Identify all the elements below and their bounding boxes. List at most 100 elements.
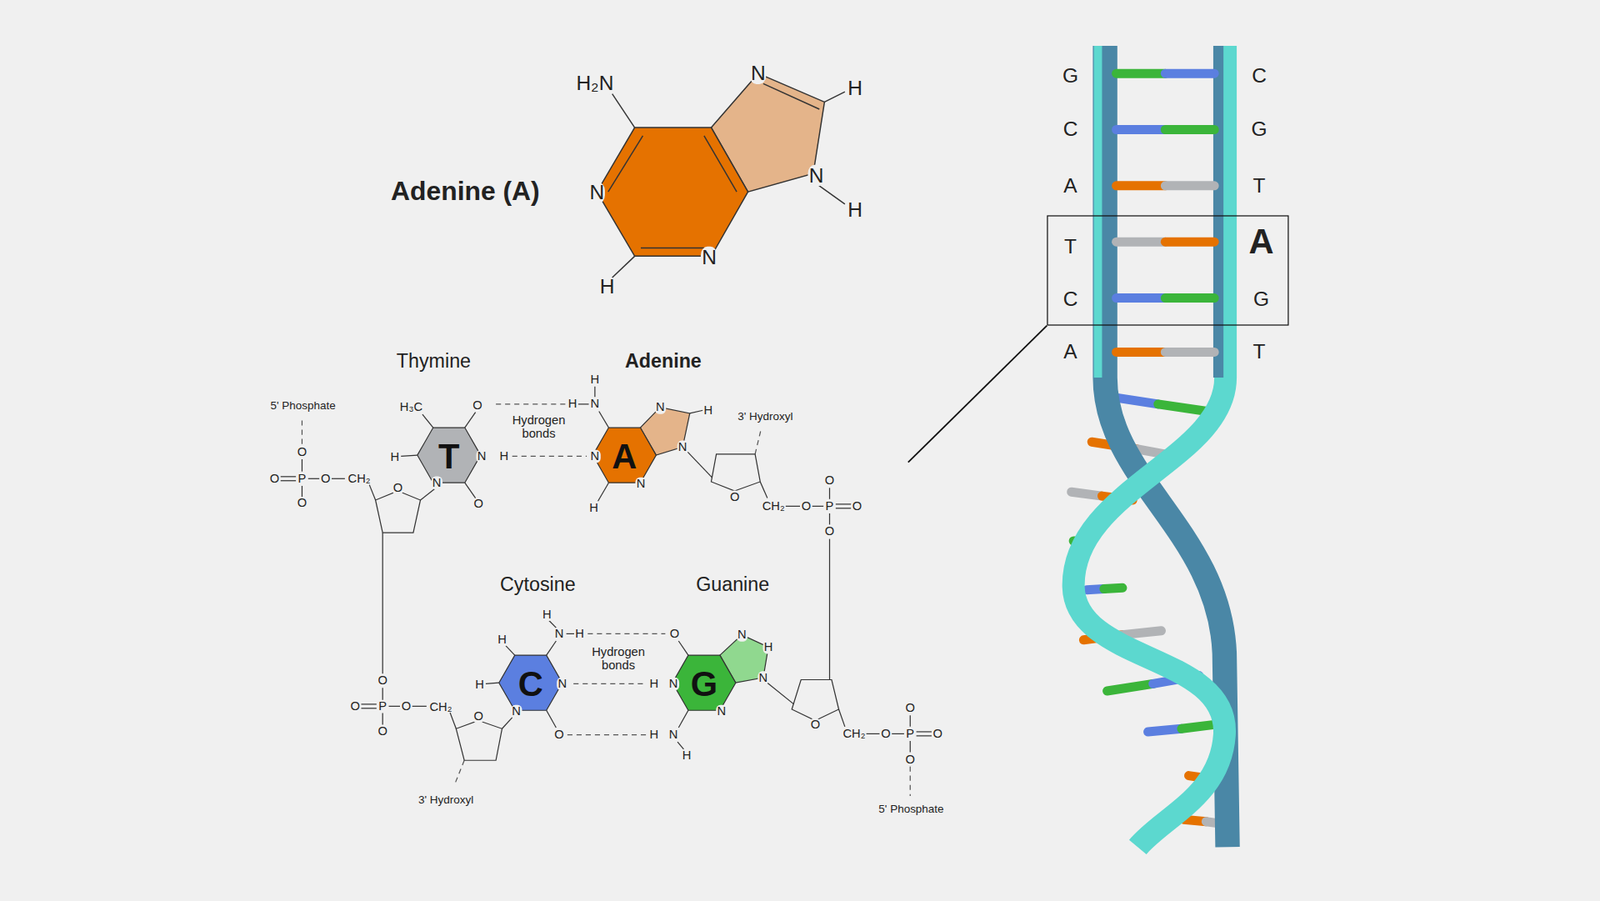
atom-label: N bbox=[589, 450, 600, 463]
atom-label: H bbox=[541, 607, 553, 620]
note-label: 5' Phosphate bbox=[875, 803, 948, 815]
atom-label: N bbox=[635, 477, 646, 490]
atom-label: N bbox=[715, 705, 727, 718]
atom-label: N bbox=[431, 475, 443, 489]
atom-label: O bbox=[349, 700, 361, 713]
atom-label: O bbox=[668, 627, 680, 640]
heading-label: Adenine bbox=[625, 350, 702, 371]
heading-label: Guanine bbox=[695, 574, 770, 595]
atom-label: N bbox=[668, 677, 680, 690]
note-label: 3' Hydroxyl bbox=[410, 794, 482, 806]
heading-label: H bbox=[847, 78, 863, 100]
atom-label: O bbox=[809, 718, 821, 731]
atom-label: O bbox=[553, 728, 565, 741]
atom-label: H bbox=[566, 397, 578, 410]
base-letter: T bbox=[438, 439, 460, 475]
atom-label: P bbox=[824, 500, 835, 513]
atom-label: N bbox=[475, 450, 487, 463]
atom-label: H bbox=[681, 748, 693, 761]
heading-label: G bbox=[1062, 65, 1079, 87]
atom-label: O bbox=[320, 472, 332, 485]
heading-label: C bbox=[1251, 65, 1267, 87]
atom-label: O bbox=[376, 725, 389, 738]
atom-label: H bbox=[648, 677, 660, 690]
atom-label: H bbox=[496, 633, 508, 646]
atom-label: O bbox=[376, 674, 389, 687]
atom-label: O bbox=[824, 525, 836, 538]
heading-label: N bbox=[588, 182, 605, 205]
atom-label: CH₂ bbox=[346, 472, 371, 485]
heading-label: Cytosine bbox=[500, 574, 576, 595]
atom-label: P bbox=[905, 727, 915, 740]
heading-label: Thymine bbox=[396, 350, 471, 371]
atom-label: H bbox=[574, 627, 585, 640]
heading-label: Adenine (A) bbox=[390, 177, 540, 205]
heading-label: C bbox=[1063, 119, 1079, 141]
heading-label: N bbox=[750, 62, 767, 85]
atom-label: O bbox=[471, 398, 484, 411]
atom-label: CH₂ bbox=[841, 727, 866, 740]
atom-label: H bbox=[389, 450, 400, 464]
atom-label: CH₂ bbox=[428, 700, 453, 714]
atom-label: H bbox=[648, 728, 660, 741]
base-hexagon: T bbox=[416, 426, 482, 485]
atom-label: N bbox=[589, 397, 600, 410]
atom-label: H bbox=[474, 678, 485, 691]
heading-label: A bbox=[1063, 341, 1077, 364]
heading-label: A bbox=[1063, 175, 1077, 197]
atom-label: N bbox=[757, 670, 769, 684]
atom-label: N bbox=[655, 400, 666, 414]
base-letter: C bbox=[1063, 289, 1079, 310]
atom-label: N bbox=[736, 628, 748, 641]
atom-label: O bbox=[392, 481, 405, 495]
atom-label: O bbox=[472, 710, 485, 723]
atom-label: H bbox=[498, 450, 510, 463]
atom-label: P bbox=[377, 700, 388, 713]
atom-label: N bbox=[553, 627, 565, 640]
atom-label: H bbox=[702, 404, 714, 417]
note-label: Hydrogen bonds bbox=[581, 645, 655, 671]
atom-label: O bbox=[472, 497, 485, 510]
atom-label: O bbox=[904, 701, 916, 715]
base-letter: G bbox=[690, 666, 718, 702]
heading-label: H bbox=[847, 199, 863, 221]
atom-label: H bbox=[588, 501, 600, 515]
atom-label: O bbox=[880, 727, 892, 740]
heading-label: T bbox=[1253, 175, 1266, 197]
atom-label: O bbox=[931, 727, 944, 740]
atom-label: O bbox=[800, 500, 812, 513]
heading-label: G bbox=[1250, 119, 1267, 141]
heading-label: N bbox=[700, 246, 718, 269]
atom-label: H₃C bbox=[399, 400, 425, 414]
base-letter: A bbox=[611, 439, 637, 475]
heading-label: H bbox=[600, 275, 615, 298]
zoom-box: TACG bbox=[1046, 215, 1289, 325]
atom-label: N bbox=[668, 728, 680, 741]
base-letter: C bbox=[518, 666, 544, 702]
heading-label: H₂N bbox=[575, 73, 614, 95]
atom-label: P bbox=[296, 472, 307, 485]
atom-label: O bbox=[851, 500, 864, 513]
atom-label: CH₂ bbox=[760, 500, 785, 513]
note-label: Hydrogen bonds bbox=[501, 413, 575, 440]
heading-label: T bbox=[1253, 341, 1266, 364]
base-hexagon: A bbox=[591, 426, 657, 485]
atom-label: N bbox=[556, 677, 568, 690]
heading-label: N bbox=[808, 165, 825, 187]
atom-label: O bbox=[904, 752, 916, 765]
base-hexagon: C bbox=[498, 654, 564, 712]
base-hexagon: G bbox=[671, 654, 737, 712]
atom-label: O bbox=[400, 700, 412, 713]
atom-label: O bbox=[296, 496, 309, 510]
base-letter: T bbox=[1064, 235, 1077, 256]
atom-label: N bbox=[677, 440, 689, 454]
atom-label: N bbox=[510, 705, 522, 718]
atom-label: O bbox=[729, 490, 741, 504]
base-letter: A bbox=[1248, 223, 1274, 259]
atom-label: O bbox=[268, 472, 280, 485]
atom-label: O bbox=[296, 445, 309, 459]
atom-label: H bbox=[589, 373, 600, 386]
atom-label: O bbox=[824, 474, 836, 487]
